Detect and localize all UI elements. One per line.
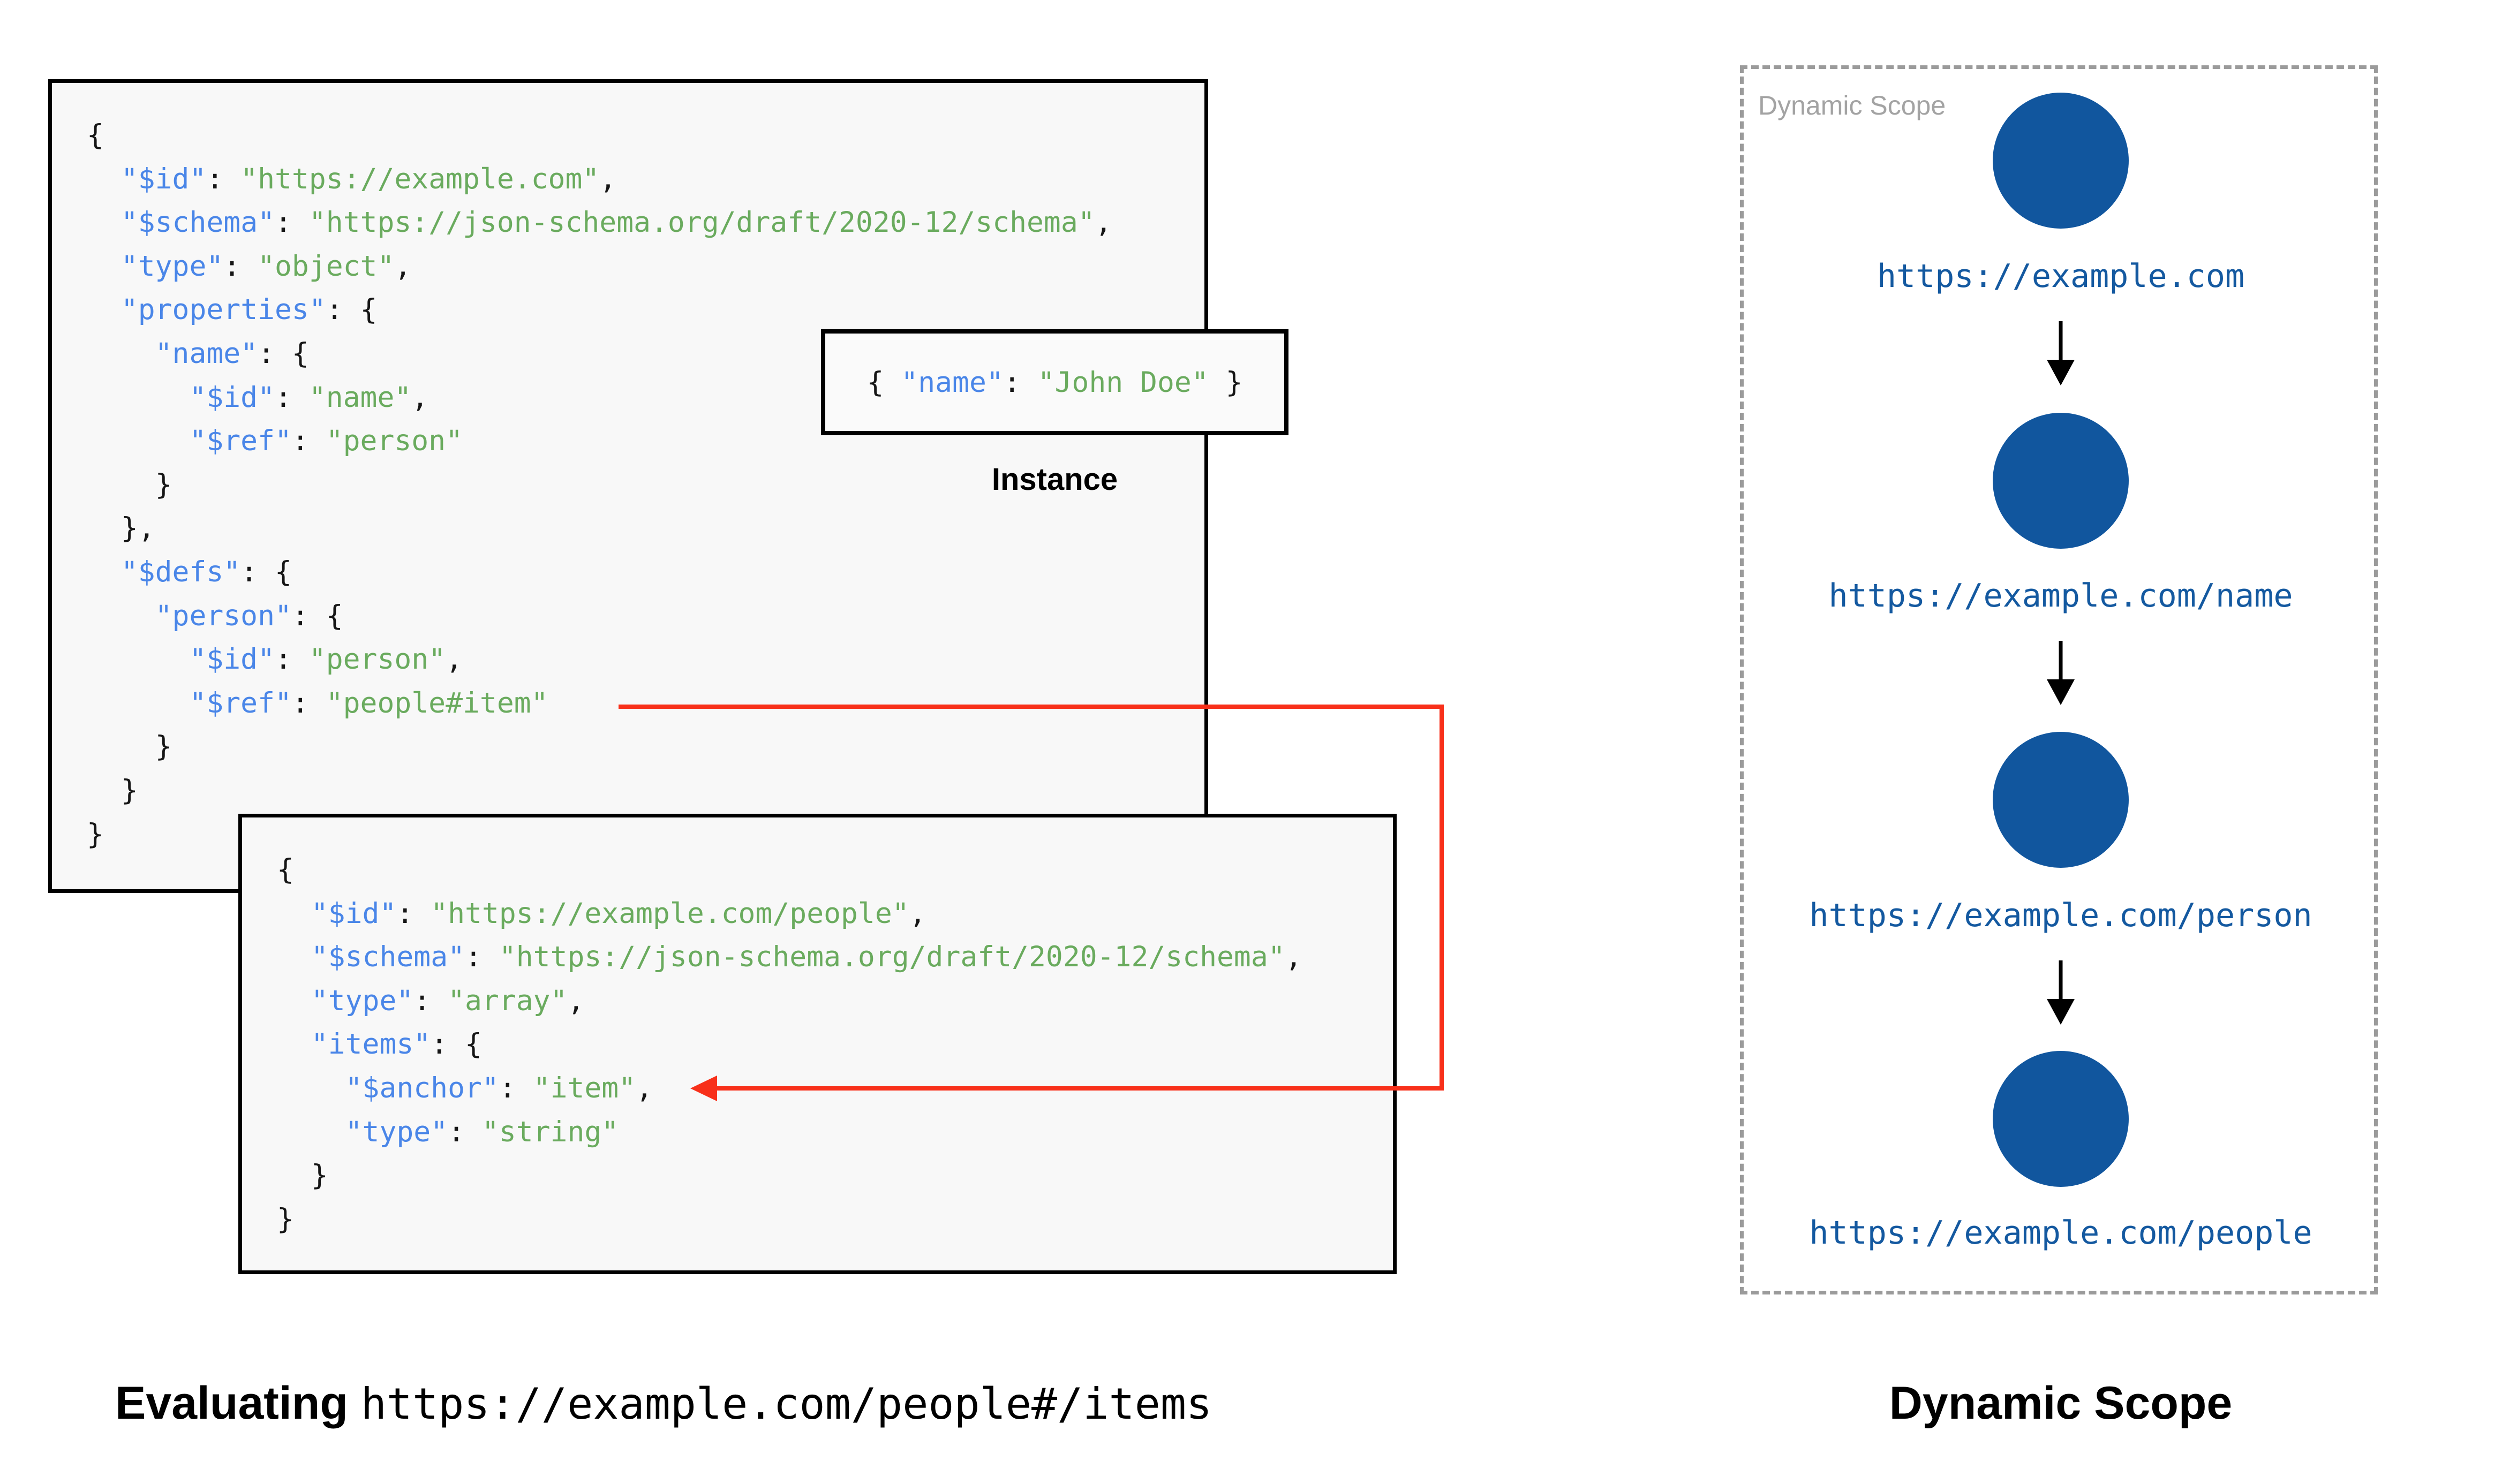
code-line: } xyxy=(87,730,172,763)
scope-node-circle-3 xyxy=(1993,732,2129,868)
schema-root-code: { "$id": "https://example.com", "$schema… xyxy=(52,83,1204,856)
evaluating-caption-prefix: Evaluating xyxy=(115,1377,361,1429)
code-line: } xyxy=(277,1159,328,1192)
evaluating-caption: Evaluating https://example.com/people#/i… xyxy=(115,1377,1212,1430)
dynamic-scope-panel-label: Dynamic Scope xyxy=(1758,90,1946,120)
scope-node-circle-2 xyxy=(1993,413,2129,549)
code-line: { xyxy=(87,119,104,152)
scope-node-label-3: https://example.com/person xyxy=(1809,897,2312,934)
code-line: "$schema": "https://json-schema.org/draf… xyxy=(120,206,1112,239)
code-line: "$id": "name", xyxy=(189,381,429,414)
scope-node-label-4: https://example.com/people xyxy=(1809,1214,2312,1252)
code-line: "items": { xyxy=(311,1028,482,1061)
instance-box: { "name": "John Doe" } xyxy=(821,329,1288,435)
code-line: "type": "object", xyxy=(120,249,412,283)
code-line: "$id": "https://example.com/people", xyxy=(311,897,926,930)
evaluating-caption-uri: https://example.com/people#/items xyxy=(360,1379,1212,1429)
scope-node-circle-4 xyxy=(1993,1051,2129,1187)
code-line: "type": "array", xyxy=(311,984,585,1017)
code-line: "$ref": "people#item" xyxy=(189,686,548,720)
dynamic-scope-caption: Dynamic Scope xyxy=(1889,1377,2233,1429)
code-line: } xyxy=(277,1202,294,1236)
scope-node-label-1: https://example.com xyxy=(1877,258,2245,295)
code-line: "$defs": { xyxy=(120,555,292,588)
code-line: "name": { xyxy=(155,337,309,370)
instance-label: Instance xyxy=(991,462,1118,497)
schema-people-code: { "$id": "https://example.com/people", "… xyxy=(242,817,1393,1241)
code-line: "$id": "https://example.com", xyxy=(120,162,617,195)
code-line: "$anchor": "item", xyxy=(345,1071,653,1104)
scope-node-label-2: https://example.com/name xyxy=(1828,577,2293,615)
code-line: } xyxy=(87,468,172,501)
scope-node-circle-1 xyxy=(1993,93,2129,229)
code-line: "person": { xyxy=(155,599,343,632)
code-line: } xyxy=(87,774,138,807)
code-line: "$schema": "https://json-schema.org/draf… xyxy=(311,941,1302,974)
code-line: "properties": { xyxy=(120,293,378,327)
code-line: "$id": "person", xyxy=(189,643,463,676)
code-line: "$ref": "person" xyxy=(189,425,463,458)
code-line: }, xyxy=(87,512,155,545)
code-line: { xyxy=(277,853,294,886)
schema-people-box: { "$id": "https://example.com/people", "… xyxy=(238,814,1397,1274)
code-line: "type": "string" xyxy=(345,1115,619,1148)
instance-code: { "name": "John Doe" } xyxy=(866,366,1243,399)
code-line: } xyxy=(87,817,104,851)
dynamic-scope-panel xyxy=(1740,65,2378,1294)
